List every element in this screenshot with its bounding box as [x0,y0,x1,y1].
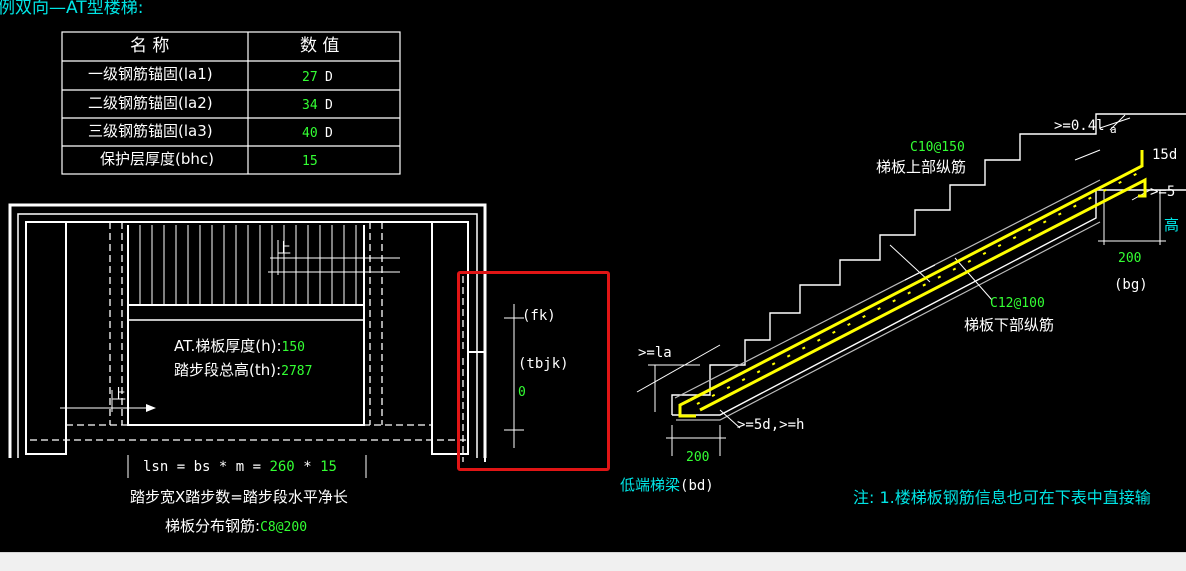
table-row-name: 二级钢筋锚固(la2) [88,94,213,112]
tbjk-label: (tbjk) [518,356,569,372]
distribution-rebar: 梯板分布钢筋:C8@200 [165,517,308,535]
stair-plan-view [8,203,487,478]
up-arrow-label: 上 [112,387,126,403]
highlight-box [457,271,610,471]
drawing-canvas: 例双向—AT型楼梯: 名 称 数 值 一级钢筋锚固(la1) 27 D 二级钢筋… [0,0,1186,552]
plan-thickness: AT.梯板厚度(h):150 [174,337,305,355]
lsn-operator: * [303,459,312,475]
table-row-name: 保护层厚度(bhc) [100,150,214,168]
table-row-unit: D [325,70,333,85]
height-value[interactable]: 2787 [281,364,313,379]
drawing-lines [8,31,1186,478]
table-row-value: 27 [302,70,318,85]
table-row-value: 34 [302,98,318,113]
dim-200-left[interactable]: 200 [686,450,710,465]
lsn-m-value[interactable]: 15 [320,459,337,475]
top-rebar-spec[interactable]: C10@150 [910,140,965,155]
lsn-prefix: lsn = bs * m = [143,459,262,475]
table-row-value: 40 [302,126,318,141]
table-header-value: 数 值 [300,36,340,56]
table-row-value: 15 [302,154,318,169]
ge-04l-label: >=0.4l [1054,118,1105,134]
ge-la-label: >=la [638,345,672,361]
low-beam-label: 低端梯梁 [620,476,681,494]
bottom-panel-bar [0,552,1186,571]
thickness-label: AT.梯板厚度(h): [174,337,282,355]
table-row-name: 一级钢筋锚固(la1) [88,65,213,83]
table-row-unit: D [325,126,333,141]
height-label: 踏步段总高(th): [174,361,282,379]
bg-label: (bg) [1114,277,1148,293]
up-arrow-label: 上 [277,241,291,257]
drawing-title: 例双向—AT型楼梯: [0,0,144,18]
15d-label: 15d [1152,147,1178,163]
lsn-bs-value[interactable]: 260 [269,459,295,475]
thickness-value[interactable]: 150 [281,340,305,355]
rebar-lines [678,150,1147,418]
note-text: 注: 1.楼梯板钢筋信息也可在下表中直接输 [853,488,1151,507]
table-header-name: 名 称 [130,36,170,56]
lsn-caption: 踏步宽X踏步数=踏步段水平净长 [130,488,348,506]
tbjk-value[interactable]: 0 [518,385,526,400]
section-box-lines [462,276,524,462]
table-row-name: 三级钢筋锚固(la3) [88,122,213,140]
dist-value[interactable]: C8@200 [260,520,308,535]
bd-label: (bd) [680,478,714,494]
lsn-formula: lsn = bs * m = 260 * 15 [143,460,337,474]
top-rebar-label: 梯板上部纵筋 [876,158,967,176]
high-beam-label: 高 [1164,216,1180,234]
ge-5d-h-label: >=5d,>=h [737,417,805,433]
table-row-unit: D [325,98,333,113]
la-subscript: a [1110,123,1117,136]
plan-height: 踏步段总高(th):2787 [174,361,313,379]
parameter-table-grid [61,31,401,175]
dim-200-right[interactable]: 200 [1118,251,1142,266]
ge-5-label: >=5 [1150,184,1176,200]
bottom-rebar-spec[interactable]: C12@100 [990,296,1045,311]
low-beam: 低端梯梁(bd) [620,476,714,494]
fk-label: (fk) [522,308,556,324]
dist-label: 梯板分布钢筋: [165,517,261,535]
bottom-rebar-label: 梯板下部纵筋 [964,316,1055,334]
